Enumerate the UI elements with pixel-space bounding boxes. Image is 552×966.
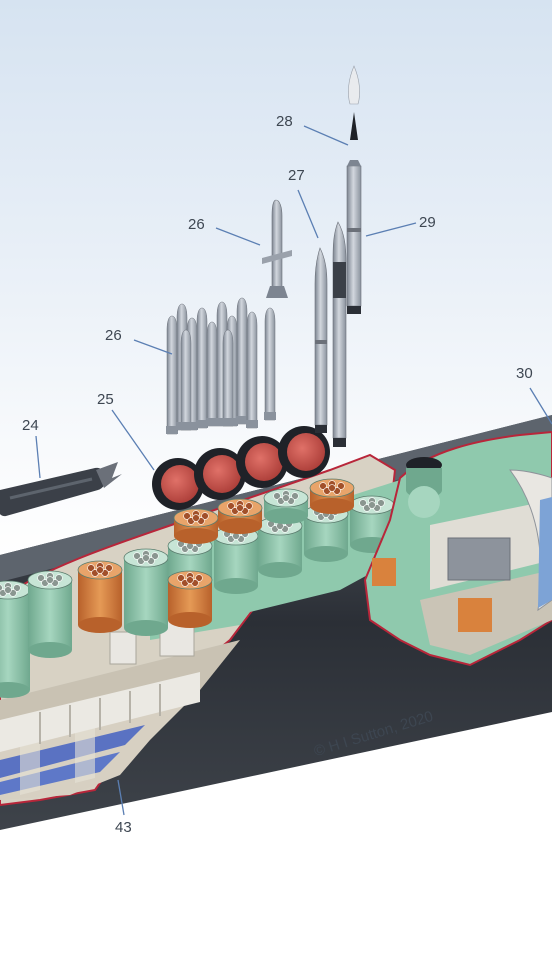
callout-29: 29 [419, 214, 436, 231]
callout-30: 30 [516, 365, 533, 382]
launch-tube [173, 508, 219, 544]
callout-28: 28 [276, 113, 293, 130]
cruise-missile [180, 329, 192, 431]
callout-26-lower: 26 [105, 327, 122, 344]
launch-tube [213, 526, 259, 594]
callout-26-upper: 26 [188, 216, 205, 233]
cruise-missile [246, 311, 258, 429]
warhead-28 [348, 65, 360, 140]
launch-tube [217, 498, 263, 534]
callout-27: 27 [288, 167, 305, 184]
launch-tube [0, 580, 31, 698]
cruise-missile [196, 307, 208, 429]
launch-tube [263, 488, 309, 524]
launch-tube [123, 548, 169, 636]
ballistic-missile-27-left [314, 247, 328, 433]
vertical-launch-tubes [0, 478, 395, 698]
callout-leader-lines [35, 125, 552, 816]
ballistic-missile-29 [346, 160, 362, 314]
launch-tube [167, 570, 213, 628]
cruise-missile [264, 307, 276, 421]
cruise-missile [236, 297, 248, 425]
callout-43: 43 [115, 819, 132, 836]
launch-tube [77, 560, 123, 633]
cruise-missile-single [262, 199, 292, 298]
callout-24: 24 [22, 417, 39, 434]
uuv-24 [0, 462, 122, 517]
cruise-missile [206, 321, 218, 427]
ballistic-missile-27-right [332, 221, 347, 447]
cruise-missile-cluster [166, 297, 276, 435]
callout-25: 25 [97, 391, 114, 408]
battery-bank [0, 717, 145, 795]
launch-tube [257, 516, 303, 578]
launch-tube [309, 478, 355, 514]
large-launch-tube-caps [152, 426, 330, 510]
cruise-missile [166, 315, 178, 435]
cruise-missile [222, 329, 234, 427]
sail-mast [406, 457, 442, 518]
launch-tube [27, 570, 73, 658]
